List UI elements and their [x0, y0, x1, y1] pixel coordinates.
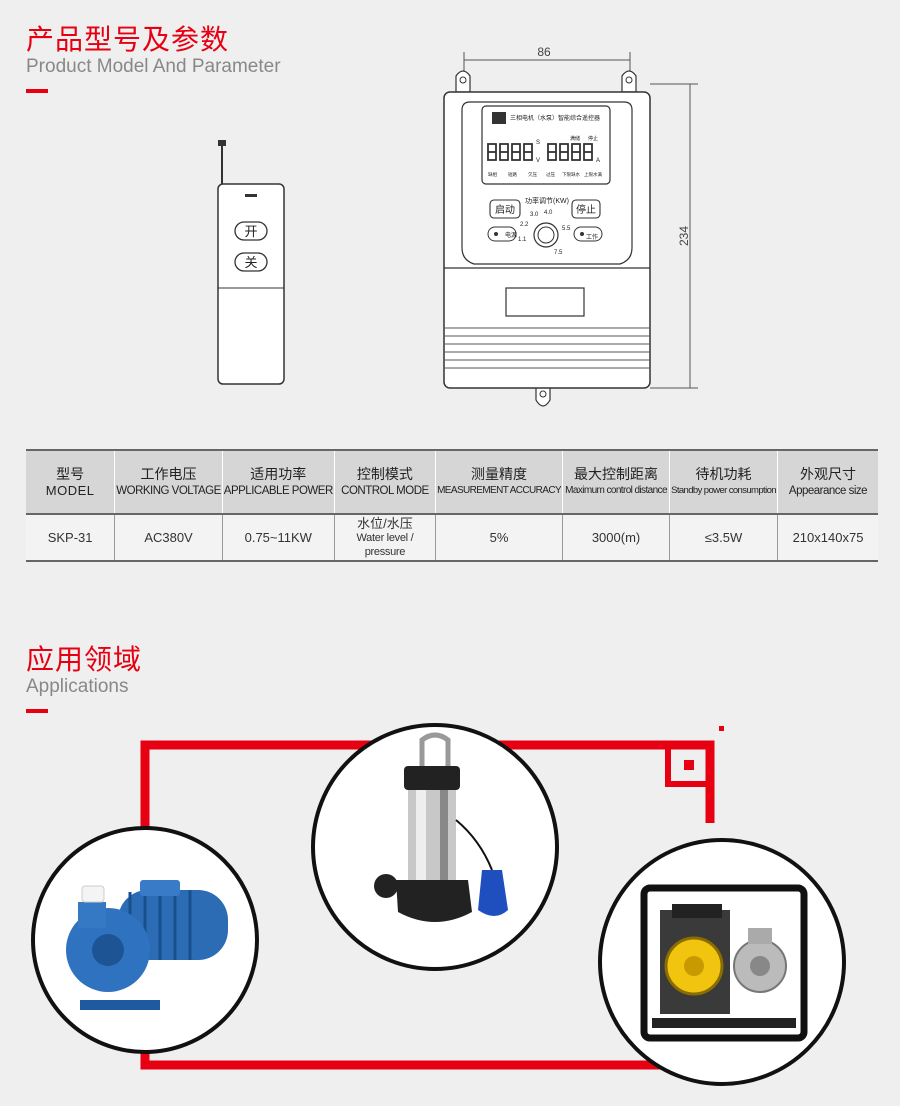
start-button-label: 启动: [495, 203, 515, 216]
dial-tick-1: 1.1: [518, 237, 527, 243]
remote-off-button: 关: [244, 255, 257, 270]
applications-title-en: Applications: [26, 676, 129, 697]
work-led-label: 工作: [586, 233, 598, 241]
svg-text:V: V: [536, 158, 540, 164]
remote-control-drawing: 开 关: [217, 140, 285, 385]
power-led-label: 电源: [505, 231, 517, 239]
cell-standby: ≤3.5W: [669, 514, 778, 562]
lcd-header: 三相电机（水泵）智能综合遥控器: [510, 114, 600, 122]
dial-tick-4: 4.0: [544, 210, 553, 216]
applications-title-cn: 应用领域: [26, 643, 143, 676]
red-accent-dash: [26, 89, 48, 93]
lcd-label-5: 下限缺水: [562, 171, 580, 178]
controller-drawing: 86 234 三相电机（水泵）智能综合遥控器 满储 停止 S V A 缺相 短路…: [443, 45, 698, 407]
dial-tick-5: 5.5: [562, 226, 571, 232]
section-title-cn: 产品型号及参数: [26, 23, 230, 56]
stop-button-label: 停止: [576, 203, 596, 216]
cell-power: 0.75~11KW: [221, 514, 335, 562]
cell-distance: 3000(m): [562, 514, 670, 562]
power-adjust-label: 功率调节(KW): [525, 196, 569, 205]
cell-accuracy: 5%: [435, 514, 563, 562]
dial-tick-2: 2.2: [520, 222, 529, 228]
cell-size: 210x140x75: [777, 514, 878, 562]
dial-tick-6: 7.5: [554, 250, 563, 256]
red-accent-dash-2: [26, 709, 48, 713]
generator-pump-image: [598, 838, 846, 1086]
lcd-stop: 停止: [588, 135, 598, 142]
cell-voltage: AC380V: [114, 514, 223, 562]
lcd-label-6: 上限水满: [584, 171, 602, 178]
dimension-width: 86: [537, 45, 551, 59]
svg-text:S: S: [536, 140, 540, 146]
lcd-label-1: 缺相: [488, 171, 497, 178]
cell-model: SKP-31: [26, 514, 115, 562]
dimension-height: 234: [677, 226, 691, 246]
lcd-label-2: 短路: [508, 171, 517, 178]
centrifugal-pump-image: [31, 826, 259, 1054]
svg-text:A: A: [596, 158, 600, 164]
lcd-label-4: 过压: [546, 171, 555, 178]
remote-on-button: 开: [244, 224, 257, 239]
lcd-label-3: 欠压: [528, 171, 537, 178]
applications-graphic: [31, 723, 846, 1086]
submersible-pump-image: [311, 723, 559, 971]
lcd-full: 满储: [570, 135, 580, 142]
dial-tick-3: 3.0: [530, 212, 539, 218]
section-title-en: Product Model And Parameter: [26, 56, 281, 77]
